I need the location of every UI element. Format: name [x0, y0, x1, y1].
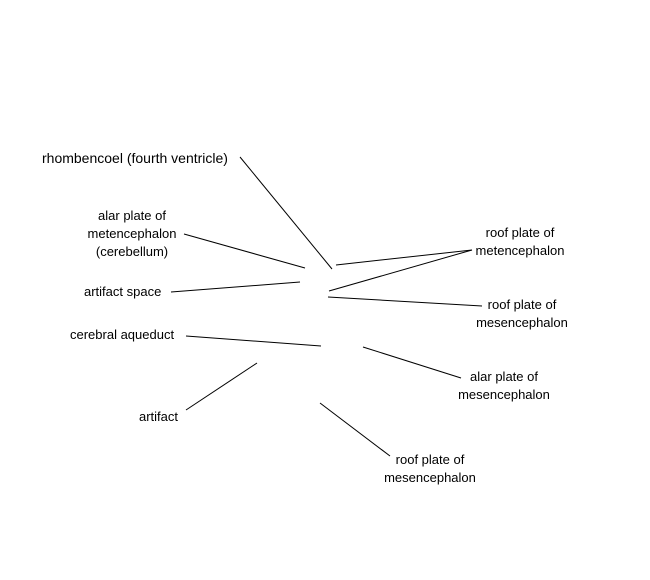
leader-alar-metencephalon: [183, 233, 306, 269]
label-alar-plate-metencephalon: alar plate of metencephalon (cerebellum): [87, 208, 177, 259]
leader-rhombencoel: [239, 156, 333, 270]
label-artifact-space: artifact space: [84, 284, 162, 299]
leader-alar-mesencephalon: [362, 346, 462, 379]
leader-roof-metencephalon-b: [328, 249, 473, 292]
label-artifact: artifact: [139, 409, 179, 424]
leader-roof-metencephalon-a: [335, 249, 473, 266]
label-roof-plate-metencephalon: roof plate of metencephalon: [475, 225, 565, 258]
label-rhombencoel: rhombencoel (fourth ventricle): [42, 150, 228, 166]
leader-cerebral-aqueduct: [185, 335, 322, 347]
leader-artifact: [185, 362, 258, 411]
label-cerebral-aqueduct: cerebral aqueduct: [70, 327, 175, 342]
leader-artifact-space: [170, 281, 301, 293]
leader-roof-mesencephalon-upper: [327, 296, 483, 307]
label-roof-plate-mesencephalon-lower: roof plate of mesencephalon: [384, 452, 476, 485]
leader-roof-mesencephalon-lower: [319, 402, 391, 457]
label-alar-plate-mesencephalon: alar plate of mesencephalon: [458, 369, 550, 402]
label-roof-plate-mesencephalon-upper: roof plate of mesencephalon: [476, 297, 568, 330]
